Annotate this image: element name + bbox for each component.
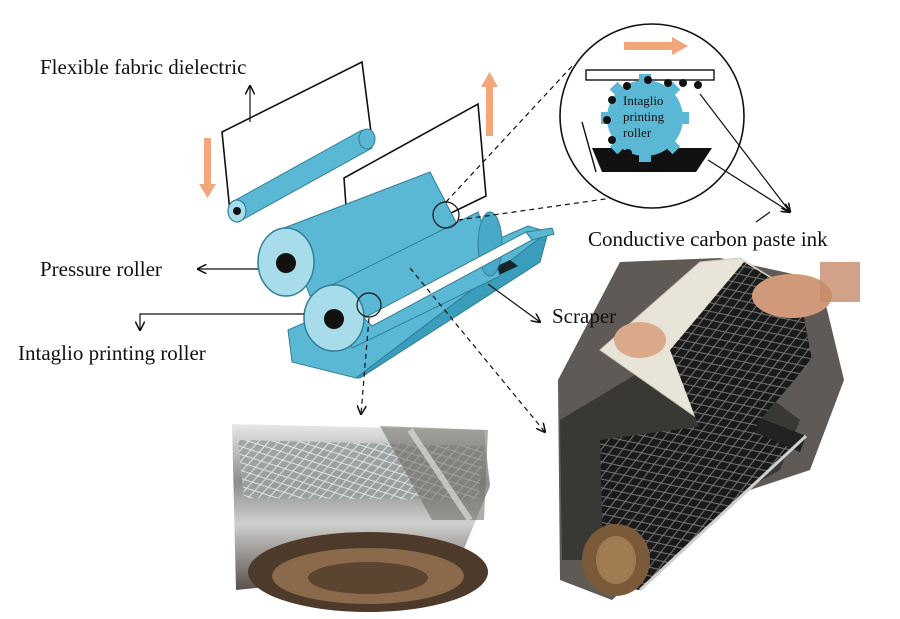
inset-ink-dots bbox=[603, 76, 702, 157]
photo-printed-fabric bbox=[558, 257, 860, 600]
pressure-roller bbox=[257, 171, 461, 297]
inset-tray-wall bbox=[581, 121, 597, 173]
inset-roller-label-line2: printing bbox=[623, 109, 665, 124]
intaglio-roller-leader bbox=[140, 313, 304, 330]
up-motion-arrow bbox=[481, 72, 498, 136]
inset-ink-reservoir bbox=[592, 148, 712, 172]
ink-arrow-reservoir bbox=[707, 159, 790, 212]
scraper-leader bbox=[487, 283, 540, 322]
down-motion-arrow bbox=[199, 138, 216, 198]
ink-arrow-dots bbox=[699, 93, 790, 212]
hand-right-shape bbox=[752, 274, 832, 318]
dashed-to-photo-left bbox=[361, 317, 370, 414]
label-flexible-fabric: Flexible fabric dielectric bbox=[40, 55, 247, 79]
scraper-blade bbox=[363, 227, 555, 327]
label-conductive-ink: Conductive carbon paste ink bbox=[588, 227, 828, 251]
inset-motion-arrow-head bbox=[672, 37, 688, 55]
ink-arrow-join bbox=[755, 211, 771, 223]
photo-engraved-roller bbox=[232, 424, 490, 612]
hand-left-shape bbox=[614, 322, 666, 358]
label-pressure-roller: Pressure roller bbox=[40, 257, 162, 281]
inset-roller-label-line1: Intaglio bbox=[623, 93, 664, 108]
inset-roller-label-line3: roller bbox=[623, 125, 652, 140]
label-scraper: Scraper bbox=[552, 304, 617, 328]
inset-roller-label: Intaglio printing roller bbox=[623, 93, 664, 141]
zoom-circle-roller bbox=[356, 292, 382, 318]
inset-magnified-view bbox=[559, 23, 745, 209]
dashed-to-inset-top bbox=[445, 63, 575, 203]
label-intaglio-roller: Intaglio printing roller bbox=[18, 341, 206, 365]
inset-motion-arrow-shaft bbox=[624, 42, 674, 50]
top-guide-roller bbox=[227, 128, 376, 223]
